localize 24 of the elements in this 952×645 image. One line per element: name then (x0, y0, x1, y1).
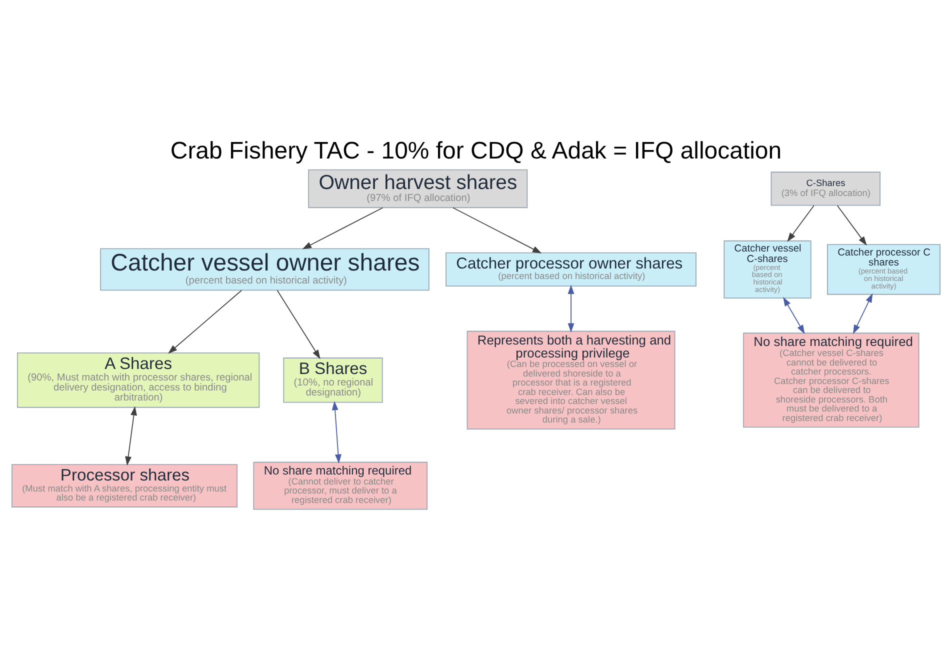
node-box: Owner harvest shares (97% of IFQ allocation) (308, 169, 528, 208)
arrow (452, 207, 542, 254)
node-box: Catcher vessel C-shares (percent based on historical activity) (724, 240, 812, 299)
node-box: B Shares (10%, no regional designation) (283, 358, 383, 403)
node-box: No share matching required (Catcher vessel C-shares cannot be delivered to catcher processors. Catcher processor C-shares can be delivered to shoreside processors. Both must be delivered to a registered crab receiver) (743, 332, 920, 428)
arrow (332, 400, 342, 464)
node-box: Catcher processor C shares (percent based on historical activity) (827, 244, 940, 295)
arrow (852, 293, 873, 334)
node-box: A Shares (90%, Must match with processor shares, regional delivery designation, access to binding arbitration) (17, 352, 260, 408)
diagram-title: Crab Fishery TAC - 10% for CDQ & Adak = IFQ allocation (170, 138, 782, 165)
node-box: No share matching required (Cannot deliver to catcher processor, must deliver to a registered crab receiver) (253, 462, 428, 510)
arrow (787, 205, 814, 242)
arrow (836, 205, 867, 246)
node-box: C-Shares (3% of IFQ allocation) (770, 172, 881, 206)
node-box: Represents both a harvesting and processing privilege (Can be processed on vessel or delivered shoreside to a processor that is a registered crab receiver. Can also be severed into catcher vessel owner shares/ processor shares during a sale.) (466, 330, 676, 430)
arrow (168, 290, 242, 354)
arrow (783, 296, 805, 334)
arrow (302, 207, 384, 250)
node-box: Catcher vessel owner shares (percent based on historical activity) (100, 248, 430, 291)
arrow (125, 406, 137, 466)
arrow (568, 284, 574, 332)
node-box: Catcher processor owner shares (percent based on historical activity) (446, 252, 696, 287)
arrow (276, 290, 320, 360)
node-box: Processor shares (Must match with A shares, processing entity must also be a registered crab receiver) (12, 464, 238, 508)
